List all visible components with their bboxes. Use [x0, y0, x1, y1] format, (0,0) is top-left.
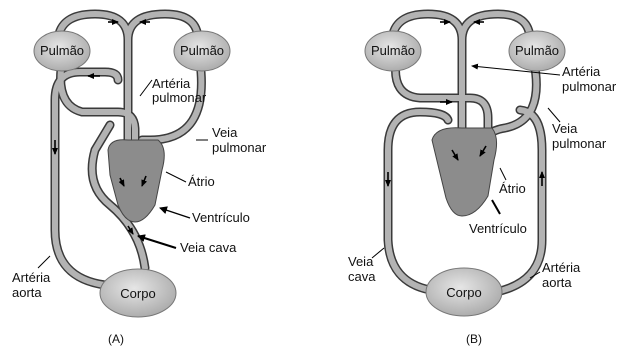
body-a-label: Corpo — [120, 286, 155, 301]
body-a: Corpo — [100, 269, 176, 317]
label-a-veia-pulmonar-2: pulmonar — [212, 140, 267, 155]
label-b-arteria-aorta-1: Artéria — [542, 260, 581, 275]
label-a-arteria-aorta-1: Artéria — [12, 270, 51, 285]
lung-left-a-label: Pulmão — [40, 43, 84, 58]
label-b-atrio: Átrio — [499, 181, 526, 196]
label-b-arteria-pulmonar-2: pulmonar — [562, 79, 617, 94]
label-b-ventriculo: Ventrículo — [469, 221, 527, 236]
panel-label-b: (B) — [466, 332, 482, 346]
label-a-atrio: Átrio — [188, 174, 215, 189]
label-a-arteria-pulmonar-2: pulmonar — [152, 90, 207, 105]
label-b-veia-pulmonar-1: Veia — [552, 121, 578, 136]
label-a-ventriculo: Ventrículo — [192, 210, 250, 225]
panel-label-a: (A) — [108, 332, 124, 346]
diagram-a: Pulmão Pulmão Corpo Artéria pulmonar Vei… — [12, 14, 267, 346]
lung-right-b: Pulmão — [509, 31, 565, 71]
body-b: Corpo — [426, 268, 502, 316]
lung-left-b-label: Pulmão — [371, 43, 415, 58]
label-b-veia-cava-2: cava — [348, 269, 376, 284]
lung-left-b: Pulmão — [365, 31, 421, 71]
heart-b — [432, 128, 497, 216]
body-b-label: Corpo — [446, 285, 481, 300]
lung-right-a-label: Pulmão — [180, 43, 224, 58]
lung-right-b-label: Pulmão — [515, 43, 559, 58]
label-b-veia-pulmonar-2: pulmonar — [552, 136, 607, 151]
label-a-veia-cava: Veia cava — [180, 240, 237, 255]
lung-right-a: Pulmão — [174, 31, 230, 71]
label-a-arteria-pulmonar-1: Artéria — [152, 76, 191, 91]
label-b-veia-cava-1: Veia — [348, 254, 374, 269]
label-b-arteria-aorta-2: aorta — [542, 275, 572, 290]
label-b-arteria-pulmonar-1: Artéria — [562, 64, 601, 79]
label-a-arteria-aorta-2: aorta — [12, 285, 42, 300]
lung-left-a: Pulmão — [34, 31, 90, 71]
label-a-veia-pulmonar-1: Veia — [212, 125, 238, 140]
diagram-b: Pulmão Pulmão Corpo Artéria pulmonar Vei… — [348, 14, 617, 346]
